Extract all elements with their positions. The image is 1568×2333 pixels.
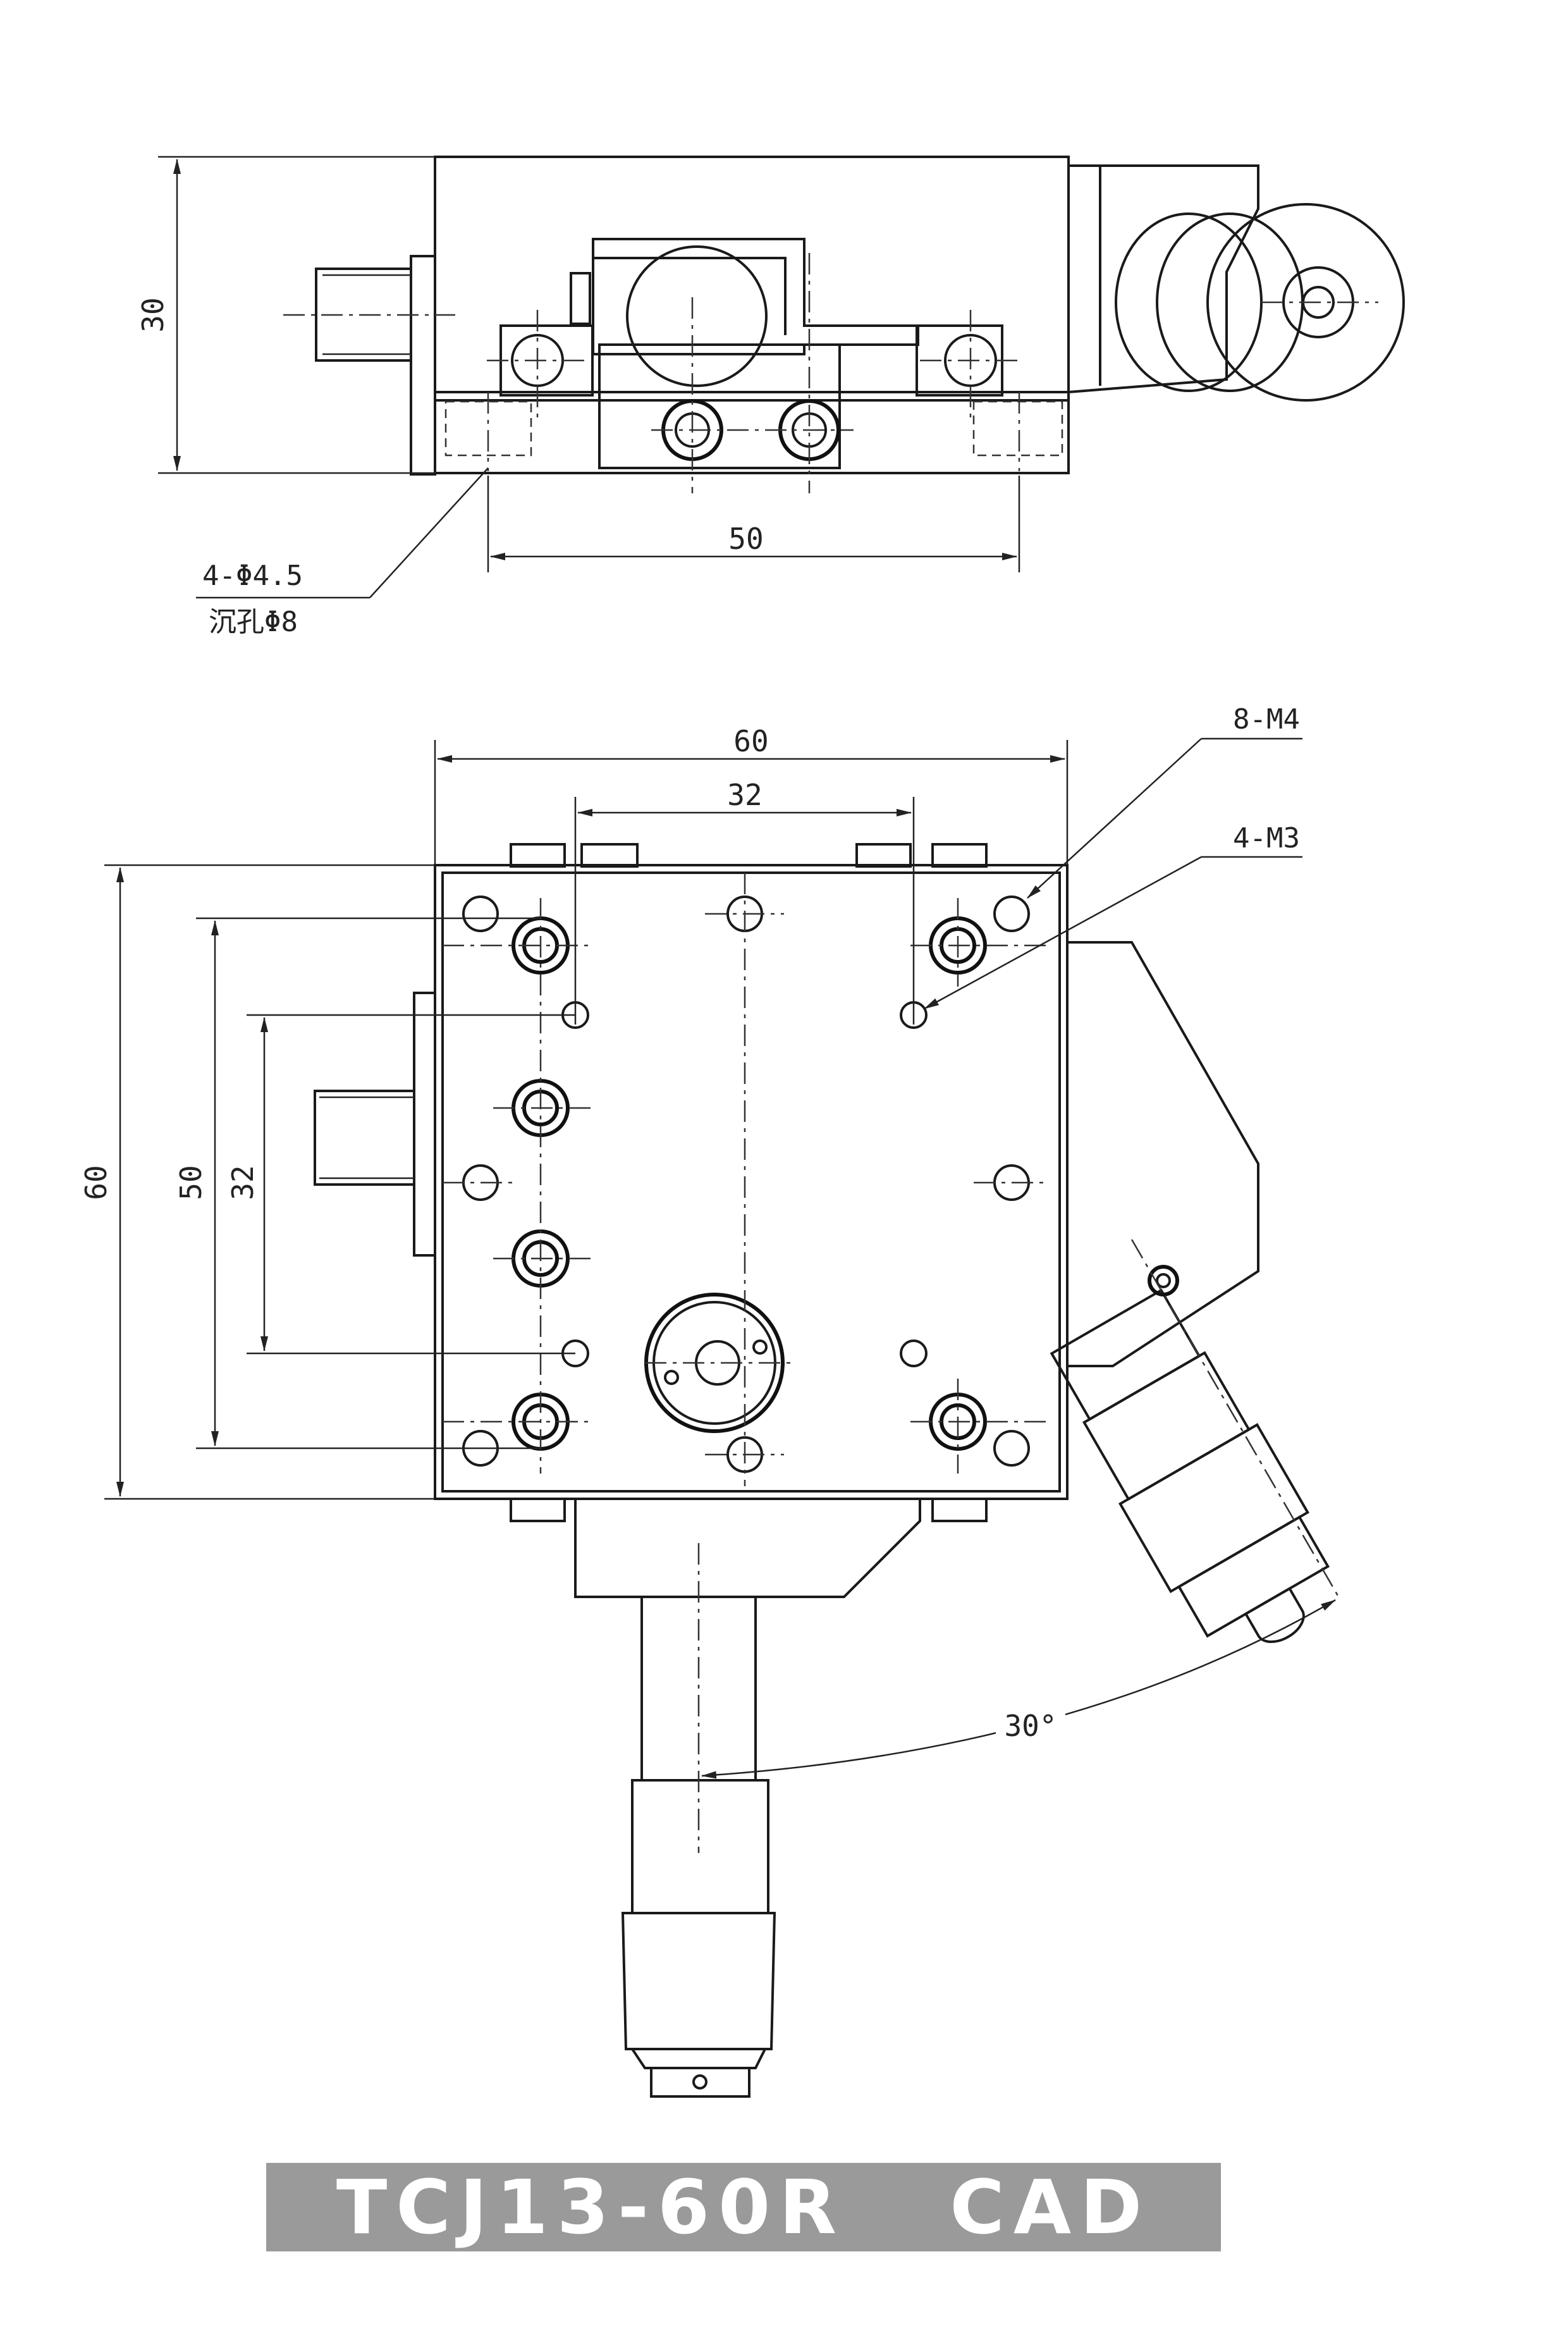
top-view: 60 32 60 50 32 8-M4 4-M3 30° xyxy=(79,703,1342,2098)
drawing-title: TCJ13-60R CAD xyxy=(336,2164,1151,2251)
note-holes-line2: 沉孔Φ8 xyxy=(209,606,298,638)
leader-counterbore xyxy=(369,467,489,598)
dim-label-width-60: 60 xyxy=(733,724,768,758)
angle-label-30: 30° xyxy=(1004,1709,1057,1743)
bottom-micrometer-thimble xyxy=(621,1912,776,2050)
top-bottom-bracket xyxy=(574,1499,921,1598)
side-micrometer-mount xyxy=(1068,164,1259,393)
side-left-plate xyxy=(410,255,436,476)
dim-label-height-30: 30 xyxy=(136,297,170,332)
dim-label-height-60: 60 xyxy=(79,1165,113,1200)
side-carriage xyxy=(592,238,919,355)
dim-label-height-50: 50 xyxy=(174,1165,208,1200)
top-plate-inner xyxy=(441,871,1061,1493)
top-left-plate xyxy=(413,992,436,1257)
leader-m3 xyxy=(924,856,1202,1010)
dim-label-height-32: 32 xyxy=(226,1165,260,1200)
dim-label-spacing-50: 50 xyxy=(728,522,763,556)
m4-holes xyxy=(462,896,1030,1473)
side-body-outline xyxy=(434,156,1070,474)
side-view: 30 50 4-Φ4.5 沉孔Φ8 xyxy=(136,156,1405,638)
angle-arc-30 xyxy=(701,1599,1336,1779)
leader-m4 xyxy=(1027,738,1202,899)
bottom-micrometer-cap xyxy=(650,2067,750,2098)
title-bar: TCJ13-60R CAD xyxy=(266,2163,1221,2251)
right-micrometer-bracket xyxy=(1067,941,1259,1367)
note-holes-line1: 4-Φ4.5 xyxy=(202,560,303,592)
note-m3: 4-M3 xyxy=(1233,822,1300,854)
note-m4: 8-M4 xyxy=(1233,703,1300,736)
bottom-micrometer-barrel xyxy=(631,1779,769,1914)
side-micrometer-drum-1 xyxy=(1115,212,1263,392)
side-drive-wheel xyxy=(626,245,768,387)
right-micrometer xyxy=(1050,1288,1330,1643)
side-micrometer-thimble xyxy=(1206,203,1405,402)
dim-label-width-32: 32 xyxy=(727,778,762,812)
right-micrometer-screw xyxy=(1148,1265,1179,1296)
top-knurled-knob xyxy=(314,1090,415,1186)
